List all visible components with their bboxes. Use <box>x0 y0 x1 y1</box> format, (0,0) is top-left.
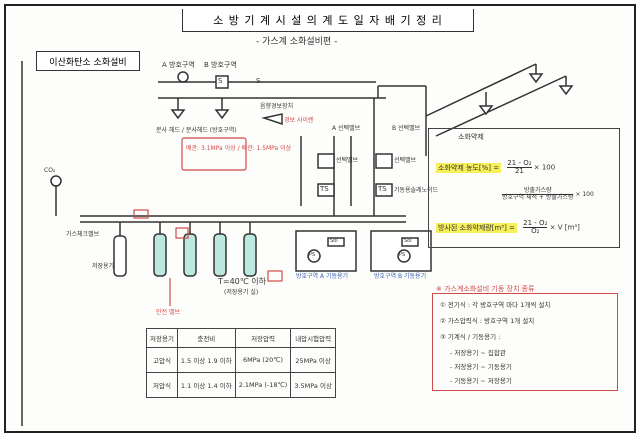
notes-title: ※ 가스계소화설비 기동 장치 종류 <box>436 285 535 293</box>
ts-label-2: TS <box>378 185 387 193</box>
table-row: 고압식 1.5 이상 1.9 이하 6MPa (20℃) 25MPa 이상 <box>146 347 336 373</box>
note-item-2: ② 가스압력식 : 방호구역 1개 설치 <box>440 317 535 325</box>
cylinder-icon <box>113 235 127 277</box>
cylinder-label: 저장용기 <box>92 263 115 270</box>
sel-valve-label-2: 선택밸브 <box>394 157 417 164</box>
a-valve-label: A 선택밸브 <box>332 125 361 132</box>
b-zone-label: B 방호구역 <box>204 61 237 69</box>
table-cell: 3.5MPa 이상 <box>290 372 336 398</box>
red-note: 안전 밸브 <box>156 309 180 316</box>
cylinder-icon <box>153 233 167 277</box>
ts-note: 기동용솔레노이드 <box>394 187 439 194</box>
cylinder-icon <box>243 233 257 277</box>
note-sub-3: - 기동용기 ~ 저장용기 <box>450 377 512 385</box>
table-cell: 고압식 <box>146 347 178 373</box>
co2-label: CO₂ <box>44 167 56 174</box>
table-header-row: 저장용기 충전비 저장압력 내압시험압력 <box>146 328 336 348</box>
a-zone-icon <box>177 71 189 83</box>
cylinder-icon <box>183 233 197 277</box>
table-row: 저압식 1.1 이상 1.4 이하 2.1MPa (-18℃) 3.5MPa 이… <box>146 372 336 398</box>
s-label-2: S <box>256 77 261 85</box>
table-cell: 2.1MPa (-18℃) <box>234 372 292 398</box>
table-header: 내압시험압력 <box>290 328 336 348</box>
solenoid-icon <box>215 75 229 89</box>
notes-box <box>432 293 618 391</box>
table-header: 저장용기 <box>146 328 178 348</box>
a-zone-label: A 방호구역 <box>162 61 195 69</box>
siren-label: 음향경보장치 <box>260 103 294 110</box>
table-cell: 1.5 이상 1.9 이하 <box>176 347 236 373</box>
header-title: 소 방 기 계 시 설 의 계 도 일 자 배 기 정 리 <box>182 9 474 32</box>
ts-label: TS <box>320 185 329 193</box>
gas-check-label: 가스체크밸브 <box>66 231 100 238</box>
table-cell: 저압식 <box>146 372 178 398</box>
b-valve-label: B 선택밸브 <box>392 125 421 132</box>
s-label: S <box>218 77 223 85</box>
note-item-3: ③ 기계식 / 기동용기 : <box>440 333 501 341</box>
piping-diagram <box>21 61 574 426</box>
head-icon <box>214 109 230 120</box>
table-cell: 25MPa 이상 <box>290 347 336 373</box>
b-start-label: 방호구역 B 기동용기 <box>374 273 427 280</box>
sol-label: Sol <box>330 238 338 244</box>
formula-box <box>428 128 620 248</box>
diagram-page: 소 방 기 계 시 설 의 계 도 일 자 배 기 정 리 - 가스계 소화설비… <box>4 4 636 433</box>
temp-sub-label: (저장용기 실) <box>224 289 259 296</box>
cylinder-icon <box>213 233 227 277</box>
temp-label: T=40℃ 이하 <box>218 277 267 286</box>
a-start-box <box>295 230 357 272</box>
spec-table: 저장용기 충전비 저장압력 내압시험압력 고압식 1.5 이상 1.9 이하 6… <box>146 328 336 398</box>
header-subtitle: - 가스계 소화설비편 - <box>256 37 338 47</box>
formula-row-3: 방사된 소화약제량[m³] = 21 - O₂ O₂ × V [m³] <box>436 219 580 235</box>
ps-label: PS <box>309 252 316 258</box>
note-sub-2: - 저장용기 ~ 기동용기 <box>450 363 512 371</box>
formula-row-1: 소화약제 농도[%] = 21 - O₂ 21 × 100 <box>436 159 556 175</box>
note-sub-1: - 저장용기 ~ 집합관 <box>450 349 506 357</box>
formula-row-2: 방출가스량 방호구역 체적 + 방출가스량 × 100 <box>502 187 594 201</box>
formula-title: 소화약제 <box>458 133 484 141</box>
sel-valve-label: 선택밸브 <box>336 157 359 164</box>
note-item-1: ① 전기식 : 각 방호구역 마다 1개씩 설치 <box>440 301 551 309</box>
head-note: 분사 헤드 / 분사헤드 (방호구역) <box>156 127 237 134</box>
ps-label-2: PS <box>399 252 406 258</box>
system-tag: 이산화탄소 소화설비 <box>36 51 140 71</box>
table-header: 저장압력 <box>234 328 292 348</box>
table-cell: 1.1 이상 1.4 이하 <box>176 372 236 398</box>
siren-note: 경보 사이렌 <box>284 117 314 124</box>
press-note: 배관: 3.1MPa 이상 / 배관: 1.5MPa 이상 <box>186 145 292 152</box>
head-icon <box>170 109 186 120</box>
table-header: 충전비 <box>176 328 236 348</box>
table-cell: 6MPa (20℃) <box>234 347 292 373</box>
sol-label-2: Sol <box>404 238 412 244</box>
a-start-label: 방호구역 A 기동용기 <box>296 273 349 280</box>
